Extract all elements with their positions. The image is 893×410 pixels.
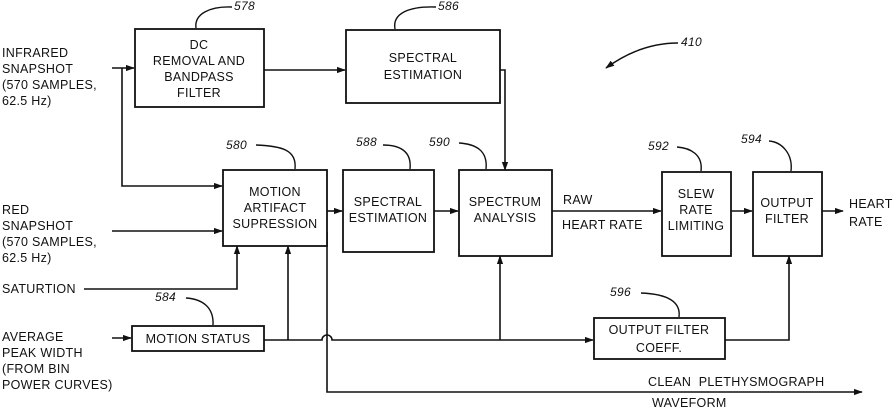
ref-588: 588 <box>356 135 377 149</box>
leader-586 <box>395 7 436 29</box>
infrared-label: SNAPSHOT <box>2 62 73 76</box>
block-output-filter: OUTPUT FILTER <box>753 172 822 256</box>
wire-saturation-to-motion-artifact <box>84 246 237 289</box>
block-spectral-estimation-mid: SPECTRAL ESTIMATION <box>343 170 434 252</box>
dc-filter-label: FILTER <box>177 86 221 100</box>
block-slew-rate: SLEW RATE LIMITING <box>662 172 731 256</box>
infrared-label: INFRARED <box>2 46 68 60</box>
peak-width-label: AVERAGE <box>2 330 64 344</box>
spectral-mid-label: SPECTRAL <box>354 195 422 209</box>
red-label: 62.5 Hz) <box>2 251 52 265</box>
motion-artifact-label: ARTIFACT <box>244 201 307 215</box>
peak-width-label: PEAK WIDTH <box>2 346 83 360</box>
signal-heart-rate-out: HEART RATE <box>849 197 893 229</box>
ref-586: 586 <box>438 0 459 13</box>
peak-width-label: POWER CURVES) <box>2 378 113 392</box>
pleth-label: CLEAN PLETHYSMOGRAPH <box>648 375 824 389</box>
block-dc-filter: DC REMOVAL AND BANDPASS FILTER <box>135 29 264 107</box>
input-red: RED SNAPSHOT (570 SAMPLES, 62.5 Hz) <box>2 203 97 265</box>
pleth-label: WAVEFORM <box>652 396 727 410</box>
spectral-top-box <box>346 30 500 103</box>
wire-motion-status-to-filter-coeff <box>264 335 593 340</box>
leader-578 <box>196 7 232 28</box>
input-infrared: INFRARED SNAPSHOT (570 SAMPLES, 62.5 Hz) <box>2 46 97 108</box>
heart-rate-out-label: HEART <box>849 197 893 211</box>
peak-width-label: (FROM BIN <box>2 362 70 376</box>
spectral-mid-label: ESTIMATION <box>349 211 427 225</box>
slew-rate-label: RATE <box>679 203 713 217</box>
block-spectrum-analysis: SPECTRUM ANALYSIS <box>459 170 552 256</box>
output-filter-coeff-label: OUTPUT FILTER <box>609 323 710 337</box>
heart-rate-out-label: RATE <box>849 215 883 229</box>
output-filter-coeff-label: COEFF. <box>636 341 682 355</box>
infrared-label: 62.5 Hz) <box>2 94 52 108</box>
slew-rate-label: LIMITING <box>668 219 725 233</box>
dc-filter-label: REMOVAL AND <box>153 54 245 68</box>
spectral-top-label: ESTIMATION <box>384 68 462 82</box>
wire-filter-coeff-to-output-filter <box>725 256 789 340</box>
infrared-label: (570 SAMPLES, <box>2 78 97 92</box>
leader-590 <box>459 143 486 169</box>
ref-578: 578 <box>234 0 255 13</box>
leader-596 <box>641 293 679 317</box>
motion-status-label: MOTION STATUS <box>146 332 251 346</box>
block-spectral-estimation-top: SPECTRAL ESTIMATION <box>346 30 500 103</box>
figure-ref-410: 410 <box>681 35 702 49</box>
block-motion-artifact: MOTION ARTIFACT SUPRESSION <box>223 170 327 246</box>
slew-rate-label: SLEW <box>678 187 715 201</box>
dc-filter-label: DC <box>190 38 209 52</box>
red-label: RED <box>2 203 29 217</box>
input-saturation: SATURTION <box>2 282 76 296</box>
spectrum-analysis-label: ANALYSIS <box>474 211 537 225</box>
output-filter-label: FILTER <box>765 212 809 226</box>
leader-592 <box>677 147 701 171</box>
ref-592: 592 <box>648 139 669 153</box>
figure-ref-arrow <box>606 43 678 68</box>
red-label: (570 SAMPLES, <box>2 235 97 249</box>
motion-artifact-label: SUPRESSION <box>233 217 318 231</box>
output-filter-label: OUTPUT <box>760 196 813 210</box>
spectrum-analysis-label: SPECTRUM <box>469 195 542 209</box>
ref-580: 580 <box>226 138 247 152</box>
dc-filter-label: BANDPASS <box>164 70 234 84</box>
spectral-top-label: SPECTRAL <box>389 51 457 65</box>
leader-584 <box>186 298 213 325</box>
leader-588 <box>383 145 410 169</box>
ref-584: 584 <box>155 290 176 304</box>
block-output-filter-coeff: OUTPUT FILTER COEFF. <box>594 318 725 359</box>
motion-artifact-label: MOTION <box>249 185 301 199</box>
leader-594 <box>769 141 791 171</box>
signal-raw-heart-rate: RAW HEART RATE <box>562 193 643 232</box>
input-average-peak-width: AVERAGE PEAK WIDTH (FROM BIN POWER CURVE… <box>2 330 113 392</box>
red-label: SNAPSHOT <box>2 219 73 233</box>
ref-594: 594 <box>741 132 762 146</box>
raw-hr-label: RAW <box>563 193 593 207</box>
saturation-label: SATURTION <box>2 282 76 296</box>
ref-596: 596 <box>610 285 631 299</box>
ref-590: 590 <box>429 135 450 149</box>
block-motion-status: MOTION STATUS <box>132 326 264 351</box>
leader-580 <box>256 145 295 169</box>
raw-hr-label: HEART RATE <box>562 218 643 232</box>
